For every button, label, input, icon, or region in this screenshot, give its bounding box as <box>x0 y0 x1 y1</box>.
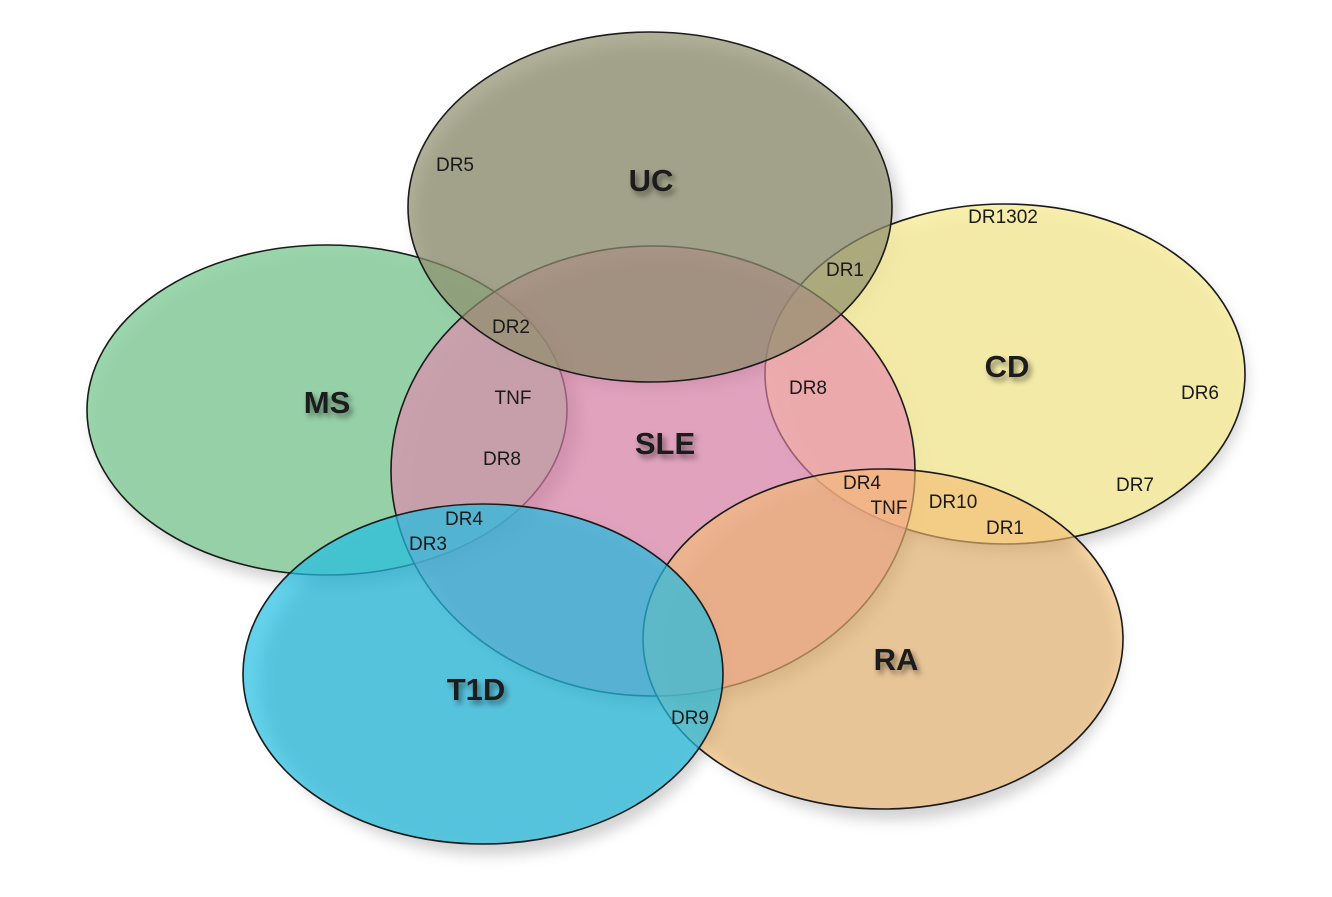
item-ms-t1d-dr4: DR4 <box>445 509 483 530</box>
item-sle-cd-ra-tnf: TNF <box>871 498 908 519</box>
t1d-ellipse <box>242 503 724 845</box>
label-t1d: T1D <box>447 672 506 707</box>
item-sle-cd-dr8: DR8 <box>789 378 827 399</box>
label-uc: UC <box>629 163 674 198</box>
label-cd: CD <box>985 349 1030 384</box>
item-cd-dr1302: DR1302 <box>968 207 1038 228</box>
item-t1d-ra-dr9: DR9 <box>671 708 709 729</box>
label-sle: SLE <box>635 426 695 461</box>
item-cd-uc-dr1: DR1 <box>826 260 864 281</box>
item-ms-sle-dr8: DR8 <box>483 449 521 470</box>
item-cd-dr6: DR6 <box>1181 383 1219 404</box>
label-ms: MS <box>304 385 351 420</box>
uc-ellipse <box>407 31 893 383</box>
item-cd-ra-dr10: DR10 <box>929 492 978 513</box>
item-ms-uc-sle-dr2: DR2 <box>492 317 530 338</box>
item-cd-dr7: DR7 <box>1116 475 1154 496</box>
label-ra: RA <box>874 642 919 677</box>
item-ms-sle-tnf: TNF <box>495 388 532 409</box>
item-cd-ra-dr1: DR1 <box>986 518 1024 539</box>
item-uc-dr5: DR5 <box>436 155 474 176</box>
item-ms-t1d-dr3: DR3 <box>409 534 447 555</box>
item-sle-cd-ra-dr4: DR4 <box>843 473 881 494</box>
